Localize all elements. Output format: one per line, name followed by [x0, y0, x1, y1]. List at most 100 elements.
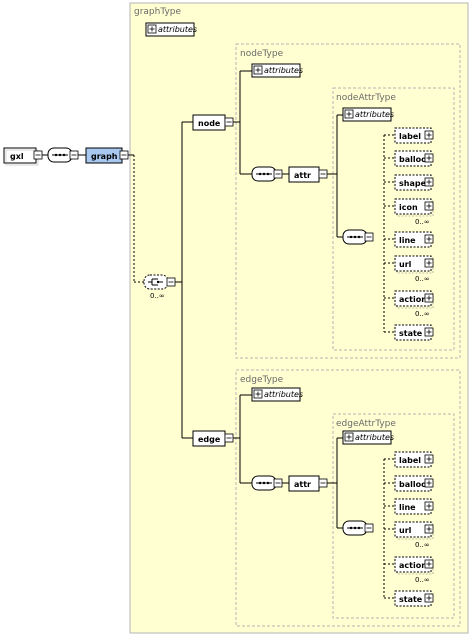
node-attr-child-icon-expand-icon[interactable] — [424, 201, 434, 211]
node-attr-child-balloon-expand-icon[interactable] — [424, 153, 434, 163]
edge-attr-child-label-expand-icon[interactable] — [424, 454, 434, 464]
node-attr-label: attr — [294, 171, 311, 180]
edge-attr-child-action-expand-icon[interactable] — [424, 559, 434, 569]
node-attributes-expand-icon[interactable] — [253, 65, 263, 75]
node-attr-child-shape-expand-icon[interactable] — [424, 177, 434, 187]
node-attributes[interactable]: attributes — [251, 63, 303, 78]
node-attr-child-state[interactable]: state — [394, 324, 434, 341]
gxl-collapse-icon[interactable] — [33, 150, 43, 160]
edge-attr-attributes[interactable]: attributes — [342, 430, 394, 445]
edge-attr-attributes-expand-icon[interactable] — [344, 432, 354, 442]
node-attr-child-url-occurrence: 0..∞ — [415, 275, 430, 283]
node-attr-child-line-expand-icon[interactable] — [424, 234, 434, 244]
edge-attr-collapse-icon[interactable] — [318, 478, 328, 488]
edge-attr-child-balloon[interactable]: balloon — [394, 475, 434, 492]
edge-attr-child-state[interactable]: state — [394, 590, 434, 607]
node-attributes-label: attributes — [264, 66, 303, 75]
graph-choice-compositor: 0..∞ — [143, 274, 176, 300]
edge-sequence-collapse-icon[interactable] — [273, 478, 283, 488]
edge-collapse-icon[interactable] — [224, 433, 234, 443]
node-attr-sequence-compositor — [342, 229, 374, 245]
graph-attributes[interactable]: attributes — [145, 22, 197, 37]
edge-attr-child-url-expand-icon[interactable] — [424, 524, 434, 534]
node-attr-collapse-icon[interactable] — [318, 169, 328, 179]
node-sequence-collapse-icon[interactable] — [273, 169, 283, 179]
node-attr-type-box — [332, 87, 455, 351]
node-attr-attributes-label: attributes — [355, 110, 394, 119]
node-attr-child-label-expand-icon[interactable] — [424, 130, 434, 140]
edge-attr-child-url-label: url — [399, 526, 412, 535]
edge-attr-child-line-expand-icon[interactable] — [424, 501, 434, 511]
edge-sequence-compositor — [251, 475, 283, 491]
graph-label: graph — [91, 152, 118, 161]
node-attr-child-url-label: url — [399, 260, 412, 269]
edge-attr-child-state-label: state — [399, 595, 423, 604]
edge-attr-child-line-label: line — [399, 503, 416, 512]
edge-attr-type-label: edgeAttrType — [336, 419, 396, 429]
node-attr-child-shape[interactable]: shape — [394, 174, 434, 191]
edge-attr-type-box — [332, 413, 455, 619]
gxl-label: gxl — [10, 152, 24, 161]
node-element[interactable]: node — [192, 114, 234, 131]
graph-choice-occurrence: 0..∞ — [150, 292, 165, 300]
edge-type-label: edgeType — [240, 375, 284, 385]
node-type-label: nodeType — [240, 49, 284, 59]
edge-element[interactable]: edge — [192, 430, 234, 447]
edge-attr-attributes-label: attributes — [355, 433, 394, 442]
node-attr-child-state-expand-icon[interactable] — [424, 327, 434, 337]
edge-attr-element[interactable]: attr — [288, 475, 328, 492]
node-attr-child-balloon[interactable]: balloon — [394, 150, 434, 167]
node-attr-child-action[interactable]: action 0..∞ — [394, 290, 434, 318]
graph-collapse-icon[interactable] — [119, 150, 129, 160]
node-attr-attributes[interactable]: attributes — [342, 107, 394, 122]
edge-label: edge — [198, 435, 221, 444]
edge-attr-child-action-occurrence: 0..∞ — [415, 576, 430, 584]
node-attr-type-label: nodeAttrType — [336, 93, 396, 103]
node-label: node — [198, 119, 221, 128]
edge-attributes-label: attributes — [264, 390, 303, 399]
node-sequence-compositor — [251, 166, 283, 182]
node-attr-child-state-label: state — [399, 329, 423, 338]
node-collapse-icon[interactable] — [224, 117, 234, 127]
edge-attr-child-action-label: action — [399, 561, 427, 570]
node-attr-child-line-label: line — [399, 236, 416, 245]
node-attr-sequence-collapse-icon[interactable] — [364, 232, 374, 242]
gxl-sequence-collapse-icon[interactable] — [69, 150, 79, 160]
edge-attr-child-line[interactable]: line — [394, 498, 434, 515]
node-attr-child-balloon-label: balloon — [399, 155, 433, 164]
node-attr-element[interactable]: attr — [288, 166, 328, 183]
node-attr-child-url-expand-icon[interactable] — [424, 258, 434, 268]
graph-attributes-expand-icon[interactable] — [147, 24, 157, 34]
edge-attr-child-label[interactable]: label — [394, 451, 434, 468]
edge-attributes[interactable]: attributes — [251, 387, 303, 402]
node-attr-child-icon-occurrence: 0..∞ — [415, 218, 430, 226]
edge-attr-sequence-compositor — [342, 520, 374, 536]
edge-attr-child-balloon-expand-icon[interactable] — [424, 478, 434, 488]
node-attr-child-line[interactable]: line — [394, 231, 434, 248]
edge-attr-child-balloon-label: balloon — [399, 480, 433, 489]
node-attr-child-label-label: label — [399, 132, 421, 141]
node-attr-child-action-expand-icon[interactable] — [424, 293, 434, 303]
graph-choice-collapse-icon[interactable] — [166, 277, 176, 287]
edge-attr-child-state-expand-icon[interactable] — [424, 593, 434, 603]
node-attr-child-icon-label: icon — [399, 203, 418, 212]
graph-element[interactable]: graph — [85, 147, 129, 164]
edge-attributes-expand-icon[interactable] — [253, 389, 263, 399]
graph-type-label: graphType — [134, 7, 181, 17]
node-attr-children: labelballoonshapeicon0..∞lineurl0..∞acti… — [383, 127, 434, 341]
node-attr-attributes-expand-icon[interactable] — [344, 109, 354, 119]
edge-attr-child-action[interactable]: action 0..∞ — [394, 556, 434, 584]
node-attr-child-action-occurrence: 0..∞ — [415, 310, 430, 318]
node-attr-child-action-label: action — [399, 295, 427, 304]
edge-attr-label: attr — [294, 480, 311, 489]
node-attr-child-icon[interactable]: icon 0..∞ — [394, 198, 434, 226]
graph-attributes-label: attributes — [158, 25, 197, 34]
gxl-element[interactable]: gxl — [3, 147, 43, 166]
gxl-sequence-compositor — [47, 147, 79, 163]
edge-attr-sequence-collapse-icon[interactable] — [364, 523, 374, 533]
node-attr-child-label[interactable]: label — [394, 127, 434, 144]
